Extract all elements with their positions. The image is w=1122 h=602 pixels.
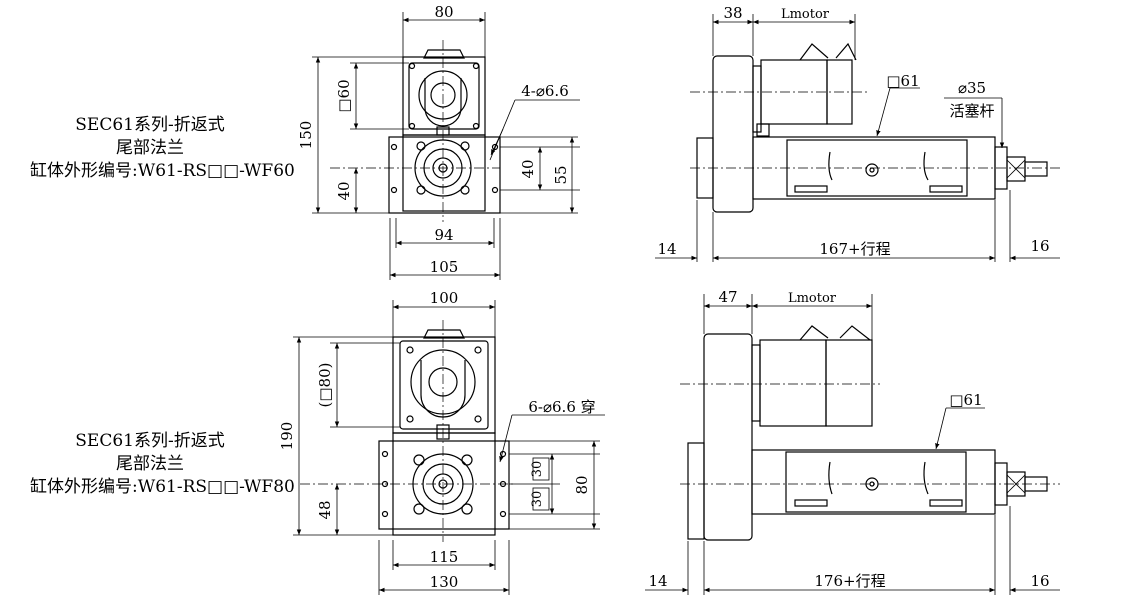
series-label-wf60-line1: SEC61系列-折返式 [75,115,225,135]
wf60-height-total: 150 [297,121,315,150]
wf60-rod-label: 活塞杆 [949,102,994,120]
wf80-side-view [680,325,1060,541]
series-label-wf80-line1: SEC61系列-折返式 [75,431,225,451]
series-label-wf80-line2: 尾部法兰 [116,454,184,474]
wf60-rod-end: 16 [1030,237,1049,255]
wf80-outer-width: 130 [430,573,459,591]
wf80-inner-width: 115 [430,548,459,566]
wf80-side-dim-text: 47 Lmotor □61 14 176+行程 16 [648,288,1049,590]
wf80-tail: 14 [648,572,667,590]
wf80-tube-square: □61 [949,391,982,409]
series-label-wf80-line3: 缸体外形编号:W61-RS□□-WF80 [30,477,295,497]
wf80-hole-spacing-b: 30 [530,491,545,508]
wf60-flange-height: 55 [552,165,570,184]
wf60-body-length: 167+行程 [819,240,890,258]
wf60-front-dim-text: 80 150 □60 40 4-⌀6.6 40 55 94 105 [297,3,570,276]
wf80-width-top: 100 [430,289,459,307]
series-label-wf60-line3: 缸体外形编号:W61-RS□□-WF60 [30,161,295,181]
wf80-side-dimensions [645,294,1060,595]
wf60-side-dim-text: 38 Lmotor □61 ⌀35 活塞杆 14 167+行程 16 [657,4,1049,258]
wf60-motor-length: Lmotor [781,7,830,22]
wf60-front-dimensions [312,12,580,280]
wf60-rear-flange [712,55,754,213]
wf60-flange-plate [388,136,501,214]
wf80-motor-length: Lmotor [788,291,837,306]
wf80-body-length: 176+行程 [814,572,885,590]
wf80-front-view [300,320,515,542]
wf60-rod-dia: ⌀35 [958,79,986,97]
wf80-hole-spacing-a: 30 [530,461,545,478]
series-label-wf60: SEC61系列-折返式 尾部法兰 缸体外形编号:W61-RS□□-WF60 [30,114,295,183]
wf80-rod-end: 16 [1030,572,1049,590]
wf60-inner-width: 94 [434,226,453,244]
wf60-side-view [690,42,1060,213]
wf80-front-dimensions [293,300,605,595]
wf80-square: (□80) [316,363,334,408]
wf60-holes: 4-⌀6.6 [521,82,569,100]
wf60-width-top: 80 [434,3,453,21]
wf60-outer-width: 105 [430,258,459,276]
wf60-front-view [330,40,501,222]
wf80-height-total: 190 [278,422,296,451]
wf80-flange-height: 80 [573,475,591,494]
wf60-flange-thickness: 38 [723,4,742,22]
wf80-bottom-height: 48 [316,500,334,519]
series-label-wf80: SEC61系列-折返式 尾部法兰 缸体外形编号:W61-RS□□-WF80 [30,430,295,499]
wf80-flange-plate [378,440,510,530]
wf80-holes: 6-⌀6.6 穿 [528,398,595,416]
wf60-side-dimensions [655,14,1060,262]
wf60-square: □60 [335,79,353,112]
wf60-hole-spacing: 40 [519,159,537,178]
wf60-tail: 14 [657,240,676,258]
series-label-wf60-line2: 尾部法兰 [116,138,184,158]
wf80-rear-flange [703,333,753,541]
wf60-tube-square: □61 [886,72,919,90]
wf60-motor-block [402,56,486,136]
wf80-motor-block [392,336,496,434]
wf80-front-dim-text: 100 190 (□80) 48 6-⌀6.6 穿 30 30 80 115 1… [278,289,596,591]
wf60-bottom-height: 40 [335,181,353,200]
wf80-flange-thickness: 47 [718,288,737,306]
